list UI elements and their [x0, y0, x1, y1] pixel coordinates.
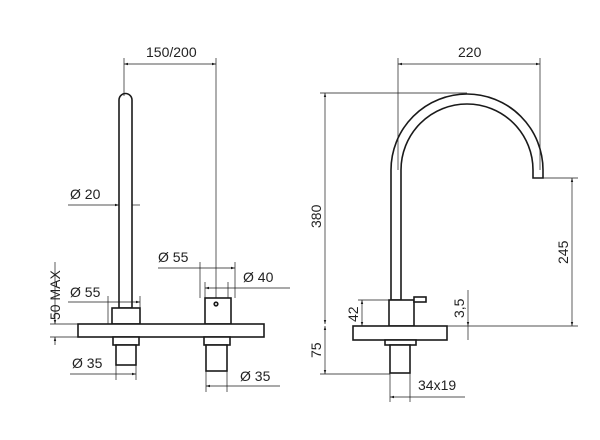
dim-shank-size: 34x19	[418, 377, 456, 393]
left-nut	[112, 336, 140, 346]
dim-spout-diameter: Ø 20	[70, 186, 101, 202]
right-nut	[203, 336, 231, 346]
dim-valve-base-diameter: Ø 55	[158, 249, 189, 265]
dim-lever-offset: 3,5	[451, 298, 467, 318]
dim-handle-diameter: Ø 40	[243, 269, 274, 285]
spout-tube	[118, 92, 133, 309]
right-shank	[205, 344, 228, 372]
dim-base-diameter: Ø 55	[70, 284, 101, 300]
gooseneck-spout	[390, 93, 544, 301]
dim-shank-diameter: Ø 35	[72, 355, 103, 371]
right-view: 220 380 245 42 3,5 75 34x19	[308, 44, 578, 402]
left-view: 150/200 Ø 20 Ø 55 50 MAX Ø 35 Ø 55 Ø 40 …	[47, 44, 290, 392]
deck-plate	[352, 325, 448, 341]
handle-pin	[213, 301, 219, 307]
lever	[413, 296, 427, 303]
dim-deck-thickness: 50 MAX	[47, 270, 63, 320]
dim-outlet-height: 245	[555, 240, 571, 264]
body	[388, 299, 415, 327]
valve-handle	[204, 297, 232, 325]
dim-reach: 220	[458, 44, 482, 60]
left-shank	[115, 344, 137, 366]
dim-spout-offset: 150/200	[146, 44, 197, 60]
dim-below-deck: 75	[308, 342, 324, 358]
dim-total-height: 380	[308, 204, 324, 228]
dim-valve-shank-diameter: Ø 35	[240, 368, 271, 384]
spout-base	[111, 307, 141, 325]
shank	[389, 344, 411, 374]
dim-lever-height: 42	[345, 306, 361, 322]
deck-plate	[77, 323, 265, 338]
